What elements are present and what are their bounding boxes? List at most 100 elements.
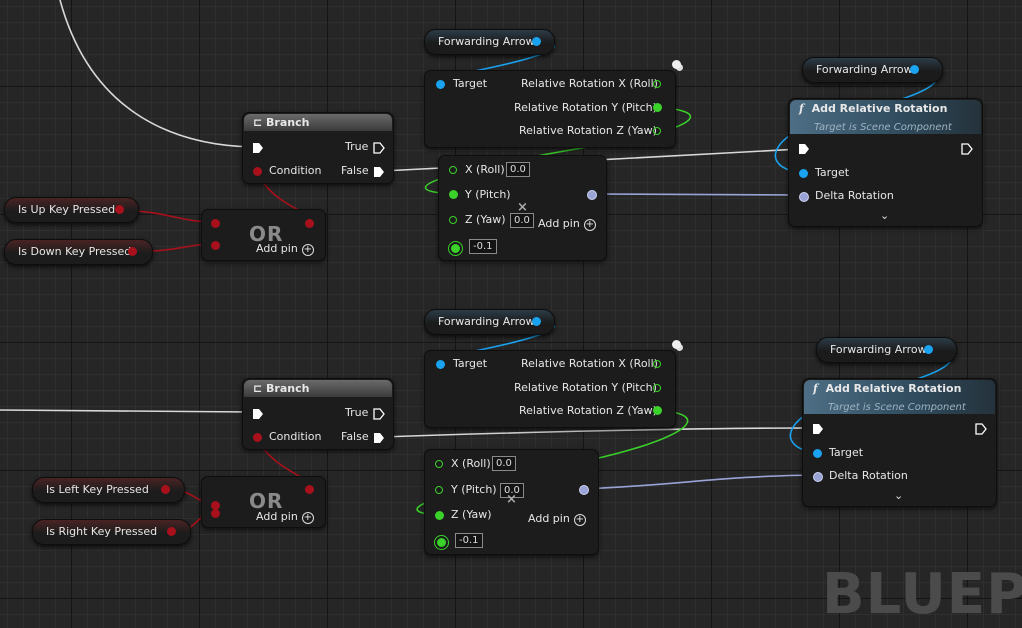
extra-in-pin[interactable] — [435, 536, 448, 549]
false-exec-pin[interactable] — [373, 432, 385, 444]
or-out-pin[interactable] — [305, 485, 314, 494]
make-rotator-node-1[interactable]: X (Roll) 0.0 Y (Pitch) × Z (Yaw) 0.0 Add… — [438, 155, 607, 261]
pitch-in-pin[interactable] — [449, 190, 458, 199]
add-relative-rotation-node-2[interactable]: f Add Relative Rotation Target is Scene … — [802, 378, 997, 507]
yaw-value[interactable]: 0.0 — [510, 213, 534, 228]
false-label: False — [341, 164, 369, 177]
pitch-in-pin[interactable] — [435, 486, 443, 494]
roll-in-pin[interactable] — [435, 460, 443, 468]
pitch-label: Y (Pitch) — [451, 483, 497, 496]
branch-header: ⊏ Branch — [244, 380, 392, 397]
chevron-down-icon[interactable]: ⌄ — [894, 489, 904, 502]
bool-out-pin[interactable] — [161, 485, 170, 494]
var-forwarding-arrow-1[interactable]: Forwarding Arrow — [424, 29, 555, 55]
or-out-pin[interactable] — [305, 219, 314, 228]
var-forwarding-arrow-4[interactable]: Forwarding Arrow — [816, 337, 957, 363]
add-pin-icon[interactable]: + — [301, 512, 314, 524]
branch-node-1[interactable]: ⊏ Branch True Condition False — [242, 112, 394, 184]
roll-value[interactable]: 0.0 — [492, 456, 516, 471]
object-out-pin[interactable] — [924, 345, 933, 354]
var-is-up-key-pressed[interactable]: Is Up Key Pressed — [4, 197, 139, 223]
add-pin-label[interactable]: Add pin+ — [256, 242, 314, 256]
roll-in-pin[interactable] — [449, 166, 457, 174]
yaw-label: Z (Yaw) — [465, 213, 506, 226]
true-exec-pin[interactable] — [373, 408, 385, 420]
add-pin-icon[interactable]: + — [573, 514, 586, 526]
target-in-pin[interactable] — [436, 360, 445, 369]
function-title: Add Relative Rotation — [825, 382, 962, 395]
add-pin-label[interactable]: Add pin+ — [538, 217, 596, 231]
function-subtitle: Target is Scene Component — [828, 402, 966, 413]
object-out-pin[interactable] — [910, 65, 919, 74]
comment-bubble-icon[interactable] — [672, 60, 681, 69]
or-in-pin-b[interactable] — [211, 241, 220, 250]
target-in-pin[interactable] — [813, 449, 822, 458]
roll-value[interactable]: 0.0 — [506, 162, 530, 177]
var-label: Is Up Key Pressed — [18, 203, 116, 216]
or-node-2[interactable]: OR Add pin+ — [201, 476, 326, 528]
comment-bubble-icon[interactable] — [672, 340, 681, 349]
yaw-out-pin[interactable] — [653, 127, 661, 135]
object-out-pin[interactable] — [532, 37, 541, 46]
or-node-1[interactable]: OR Add pin+ — [201, 209, 326, 261]
rotator-out-pin[interactable] — [579, 485, 589, 495]
delta-in-pin[interactable] — [799, 192, 809, 202]
branch-header: ⊏ Branch — [244, 114, 392, 131]
delta-in-pin[interactable] — [813, 472, 823, 482]
bool-out-pin[interactable] — [167, 527, 176, 536]
remove-pin-icon[interactable]: × — [506, 492, 517, 507]
pitch-out-pin[interactable] — [653, 384, 661, 392]
roll-out-pin[interactable] — [653, 360, 661, 368]
or-in-pin-a[interactable] — [211, 501, 220, 510]
extra-value[interactable]: -0.1 — [455, 533, 483, 548]
add-pin-icon[interactable]: + — [301, 244, 314, 256]
pitch-label: Relative Rotation Y (Pitch) — [514, 101, 657, 114]
add-pin-label[interactable]: Add pin+ — [528, 512, 586, 526]
pitch-value[interactable]: 0.0 — [500, 483, 524, 498]
var-is-left-key-pressed[interactable]: Is Left Key Pressed — [32, 477, 185, 503]
condition-pin[interactable] — [253, 433, 262, 442]
roll-out-pin[interactable] — [653, 80, 661, 88]
exec-in-pin[interactable] — [252, 408, 264, 420]
exec-out-pin[interactable] — [961, 143, 973, 155]
yaw-in-pin[interactable] — [449, 216, 457, 224]
yaw-out-pin[interactable] — [653, 406, 662, 415]
var-label: Is Left Key Pressed — [46, 483, 149, 496]
extra-value[interactable]: -0.1 — [469, 239, 497, 254]
target-in-pin[interactable] — [799, 169, 808, 178]
exec-in-pin[interactable] — [812, 423, 824, 435]
function-icon: f — [799, 102, 804, 115]
rotator-out-pin[interactable] — [587, 190, 597, 200]
var-forwarding-arrow-2[interactable]: Forwarding Arrow — [802, 57, 943, 83]
var-forwarding-arrow-3[interactable]: Forwarding Arrow — [424, 309, 555, 335]
true-exec-pin[interactable] — [373, 142, 385, 154]
chevron-down-icon[interactable]: ⌄ — [880, 209, 890, 222]
bool-out-pin[interactable] — [128, 247, 137, 256]
add-pin-icon[interactable]: + — [583, 219, 596, 231]
remove-pin-icon[interactable]: × — [517, 200, 528, 215]
branch-node-2[interactable]: ⊏ Branch True Condition False — [242, 378, 394, 450]
branch-icon: ⊏ — [253, 116, 267, 129]
target-in-pin[interactable] — [436, 80, 445, 89]
object-out-pin[interactable] — [532, 317, 541, 326]
exec-out-pin[interactable] — [975, 423, 987, 435]
or-in-pin-b[interactable] — [211, 509, 220, 518]
false-exec-pin[interactable] — [373, 166, 385, 178]
extra-in-pin[interactable] — [449, 242, 462, 255]
true-label: True — [345, 140, 369, 153]
exec-in-pin[interactable] — [252, 142, 264, 154]
break-rotation-node-1[interactable]: Target Relative Rotation X (Roll) Relati… — [424, 70, 676, 148]
var-is-down-key-pressed[interactable]: Is Down Key Pressed — [4, 239, 153, 265]
or-in-pin-a[interactable] — [211, 219, 220, 228]
add-relative-rotation-node-1[interactable]: f Add Relative Rotation Target is Scene … — [788, 98, 983, 227]
exec-in-pin[interactable] — [798, 143, 810, 155]
make-rotator-node-2[interactable]: X (Roll) 0.0 Y (Pitch) 0.0 × Z (Yaw) Add… — [424, 449, 599, 555]
bool-out-pin[interactable] — [115, 205, 124, 214]
var-is-right-key-pressed[interactable]: Is Right Key Pressed — [32, 519, 191, 545]
yaw-in-pin[interactable] — [435, 511, 444, 520]
condition-pin[interactable] — [253, 167, 262, 176]
break-rotation-node-2[interactable]: Target Relative Rotation X (Roll) Relati… — [424, 350, 676, 428]
false-label: False — [341, 430, 369, 443]
pitch-out-pin[interactable] — [653, 103, 662, 112]
add-pin-label[interactable]: Add pin+ — [256, 510, 314, 524]
